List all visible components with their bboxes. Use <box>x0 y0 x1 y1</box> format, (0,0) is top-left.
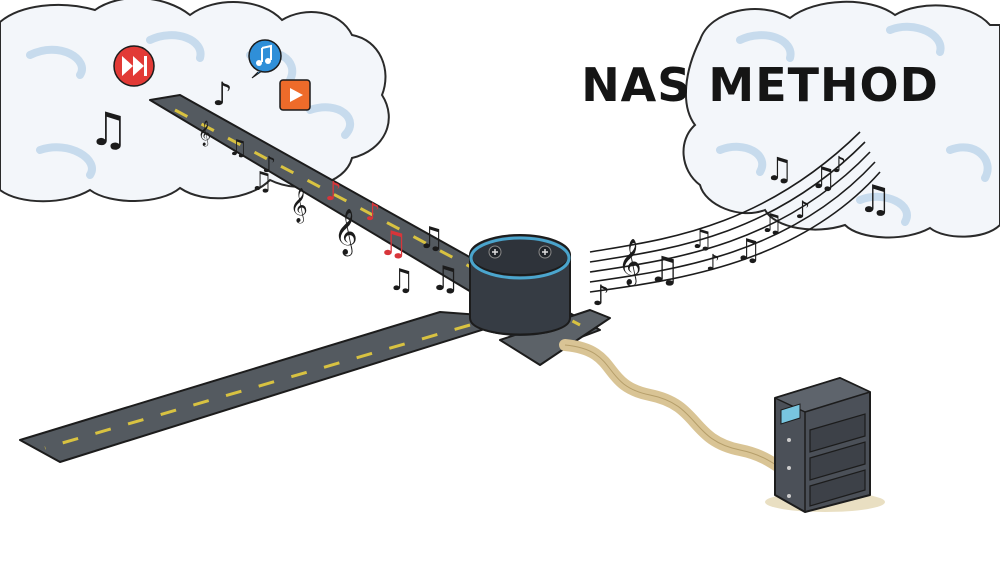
beamed-notes-icon: ♫ <box>388 263 415 298</box>
server-drive-bays <box>809 413 866 507</box>
server-indicator-light <box>787 466 791 470</box>
beamed-notes-icon: ♫ <box>418 221 445 256</box>
page-title: NAS METHOD <box>581 58 939 112</box>
right-cloud-shading <box>716 22 992 226</box>
staff-line-1 <box>589 131 861 253</box>
treble-clef-icon: 𝄞 <box>290 188 308 224</box>
cable-outline <box>564 344 801 481</box>
speaker-top <box>469 234 571 276</box>
left-cloud-body <box>0 0 390 203</box>
beamed-notes-icon: ♫ <box>765 150 794 188</box>
red-eighth-note-icon: ♪ <box>365 198 380 226</box>
eighth-note-icon: ♪ <box>212 75 232 113</box>
play-app-icon <box>279 79 311 111</box>
eighth-note-icon: ♪ <box>832 153 846 178</box>
staff-line-4 <box>589 161 876 283</box>
music-staff-stream <box>589 131 881 293</box>
beamed-notes-icon: ♫ <box>690 225 713 255</box>
smart-speaker <box>469 234 571 336</box>
beamed-notes-icon: ♫ <box>430 259 460 299</box>
eighth-note-icon: ♪ <box>706 251 720 276</box>
red-eighth-note-icon: ♪ <box>325 177 342 207</box>
right-cloud-body <box>682 0 1000 239</box>
main-road <box>19 311 521 463</box>
treble-clef-icon: 𝄞 <box>334 209 358 257</box>
speaker-light-ring <box>469 236 571 280</box>
music-notes: ♫ ♪ 𝄞 ♫ ♪ ♫ 𝄞 ♪ 𝄞 ♪ ♫ ♫ ♫ ♫ ♪ 𝄞 ♫ ♫ ♪ ♫ … <box>88 75 892 312</box>
plus-icon <box>542 249 548 255</box>
beamed-notes-icon: ♫ <box>810 161 837 196</box>
treble-clef-icon: 𝄞 <box>198 120 211 146</box>
eighth-note-icon: ♪ <box>592 279 610 312</box>
left-cloud-shading <box>26 31 354 179</box>
beamed-notes-icon: ♫ <box>228 136 248 161</box>
cable-path <box>559 339 806 486</box>
beamed-notes-icon: ♫ <box>88 102 129 156</box>
eighth-note-icon: ♪ <box>795 196 810 224</box>
beamed-notes-icon: ♫ <box>735 233 762 268</box>
left-cloud <box>0 0 390 203</box>
server-screen <box>780 403 801 425</box>
beamed-notes-icon: ♫ <box>858 177 892 221</box>
staff-line-3 <box>589 151 871 273</box>
server-indicator-light <box>787 438 791 442</box>
red-beamed-notes-icon: ♫ <box>378 224 408 264</box>
staff-line-5 <box>589 171 881 293</box>
main-road-lane-marking <box>44 323 471 450</box>
plus-icon <box>492 249 498 255</box>
beamed-notes-icon: ♫ <box>648 250 680 291</box>
server-indicator-light <box>787 494 791 498</box>
music-app-icon <box>248 39 282 79</box>
fast-forward-app-icon <box>113 45 155 87</box>
nas-server <box>765 377 885 513</box>
staff-line-2 <box>589 141 866 263</box>
treble-clef-icon: 𝄞 <box>618 239 642 287</box>
beamed-notes-icon: ♫ <box>250 167 273 197</box>
beamed-notes-icon: ♫ <box>760 209 783 239</box>
eighth-note-icon: ♪ <box>262 153 276 178</box>
right-cloud <box>682 0 1000 239</box>
